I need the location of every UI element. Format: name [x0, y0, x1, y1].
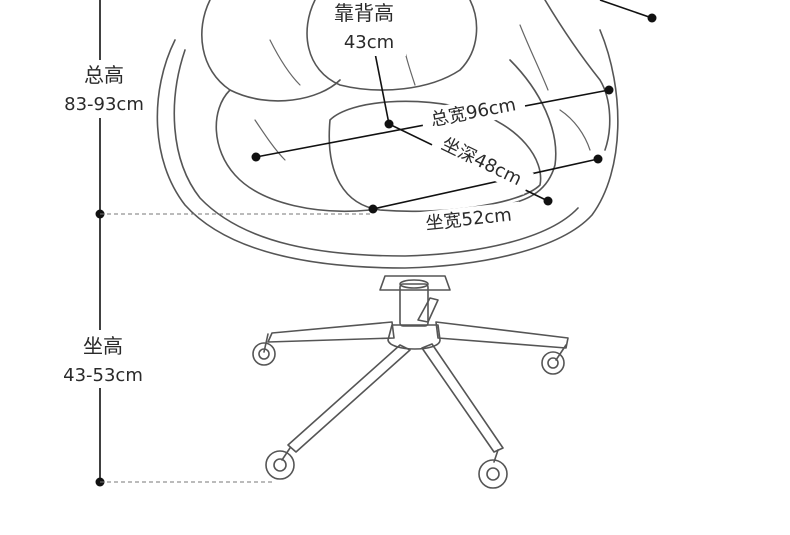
caster-left — [252, 333, 276, 366]
caster-front-left — [265, 447, 295, 480]
chair-shell — [156, 29, 619, 269]
backrest-height-value: 43cm — [344, 32, 394, 53]
seat-depth-label: 坐深48cm — [438, 134, 525, 190]
tuft-line-5 — [254, 119, 286, 161]
chair-shell-inner — [173, 49, 579, 257]
base-leg-back — [417, 297, 439, 323]
caster-right — [541, 344, 567, 375]
tuft-line-3 — [519, 24, 549, 91]
backrest-height-name: 靠背高 — [334, 1, 394, 25]
seat-width-line — [372, 158, 599, 210]
seat-height-value: 43-53cm — [63, 365, 143, 386]
total-height-name: 总高 — [84, 63, 124, 87]
total-width-left-dot — [251, 152, 261, 162]
chair-drawing — [156, 0, 619, 489]
backrest-top-dot — [647, 13, 657, 23]
base-leg-right — [435, 321, 569, 349]
seat-depth-end-dot — [543, 196, 553, 206]
total-width-label-bg — [419, 90, 527, 134]
seat-plate — [379, 275, 451, 291]
seat-cushion — [328, 100, 542, 213]
seat-width-left-dot — [368, 204, 378, 214]
backrest-cushion-left — [201, 0, 341, 102]
tuft-line-4 — [559, 109, 591, 151]
seat-width-label-bg — [415, 201, 522, 237]
backrest-cushion-right — [544, 0, 611, 151]
base-leg-front-left — [287, 344, 411, 453]
backrest-height-leader — [373, 47, 390, 125]
total-width-right-dot — [604, 85, 614, 95]
seat-height-label-bg — [58, 330, 150, 388]
caster-front-right — [478, 449, 508, 489]
armrest-right — [504, 59, 557, 206]
dimension-labels: 总高 83-93cm 坐高 43-53cm 靠背高 43cm 总宽96cm 坐深… — [58, 0, 534, 388]
base-hub — [387, 324, 441, 350]
seat-depth-label-bg — [429, 127, 534, 195]
gas-lift-top — [399, 279, 429, 289]
base-leg-front-right — [421, 343, 504, 453]
armrest-left — [215, 89, 371, 213]
tuft-line-1 — [269, 39, 301, 86]
seat-width-label: 坐宽52cm — [425, 205, 513, 235]
backrest-top-line — [599, 0, 653, 19]
seat-width-right-dot — [593, 154, 603, 164]
dimension-lines — [95, 0, 657, 487]
backrest-cushion-middle — [306, 0, 478, 91]
total-height-value: 83-93cm — [64, 94, 144, 115]
total-height-label-bg — [58, 60, 150, 118]
gas-lift-cylinder — [399, 283, 429, 327]
base-leg-left — [267, 321, 395, 343]
seat-height-name: 坐高 — [83, 334, 123, 358]
backrest-label-bg — [322, 0, 406, 56]
